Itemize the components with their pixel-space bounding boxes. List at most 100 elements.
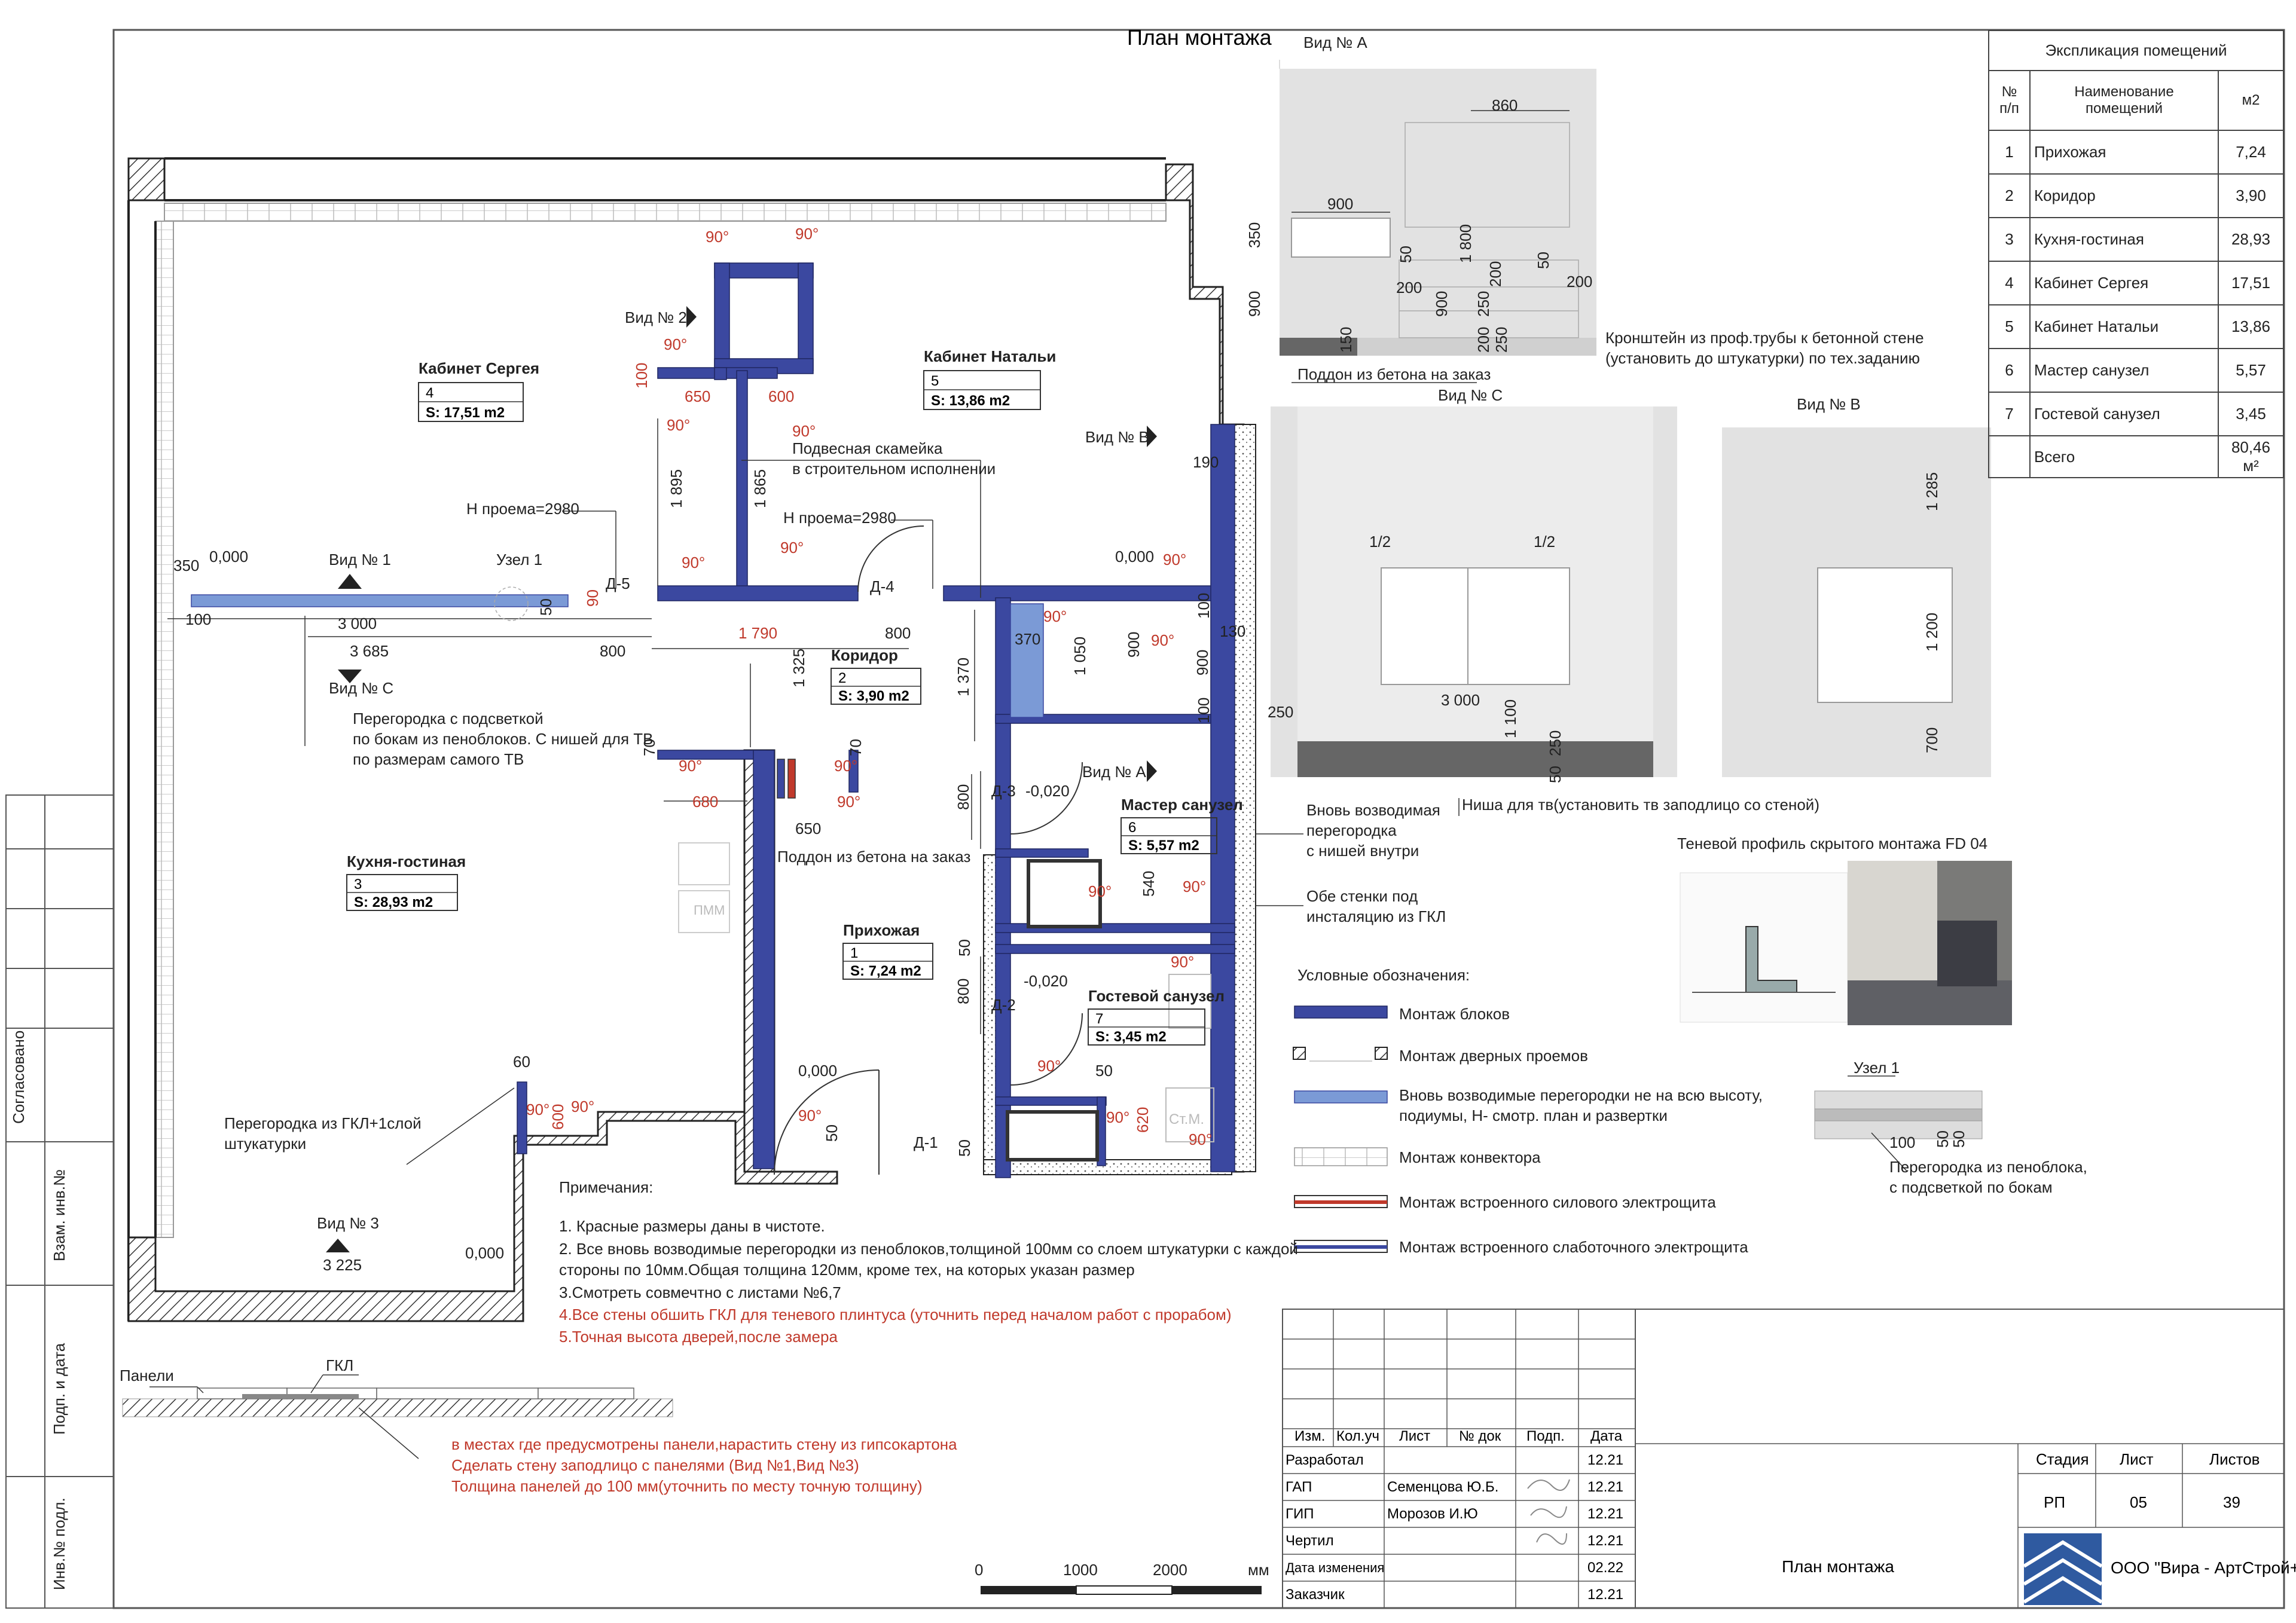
svg-text:90°: 90°: [792, 422, 816, 440]
svg-text:ГКЛ: ГКЛ: [326, 1356, 353, 1374]
svg-text:250: 250: [1474, 291, 1492, 317]
svg-text:1 370: 1 370: [954, 658, 972, 696]
svg-text:800: 800: [600, 642, 625, 660]
svg-text:50: 50: [1546, 766, 1564, 783]
svg-text:Изм.: Изм.: [1294, 1428, 1325, 1444]
svg-text:1 800: 1 800: [1457, 224, 1474, 263]
svg-text:350: 350: [173, 557, 199, 574]
convector-left: [155, 221, 174, 1238]
svg-text:Разработал: Разработал: [1286, 1452, 1364, 1468]
svg-text:90°: 90°: [1043, 607, 1067, 625]
svg-text:S: 7,24 m2: S: 7,24 m2: [850, 963, 921, 979]
svg-text:2: 2: [838, 670, 846, 686]
svg-text:680: 680: [692, 793, 718, 811]
svg-text:1: 1: [850, 945, 858, 961]
svg-text:S: 3,90 m2: S: 3,90 m2: [838, 688, 909, 704]
svg-text:90°: 90°: [1106, 1108, 1129, 1126]
svg-text:Кухня-гостиная: Кухня-гостиная: [347, 852, 466, 870]
page-title: План монтажа: [1127, 25, 1272, 50]
svg-text:50: 50: [823, 1124, 841, 1142]
svg-text:1 325: 1 325: [790, 649, 808, 687]
explication-table: Экспликация помещений № п/п Наименование…: [1988, 30, 2284, 478]
fixture-stm: Ст.М.: [1169, 1111, 1204, 1127]
svg-text:1 790: 1 790: [738, 624, 777, 642]
level-mark: 0,000: [798, 1062, 837, 1080]
svg-text:1/2: 1/2: [1369, 533, 1391, 551]
node-1: Узел 1 100 50 50: [1814, 1059, 1983, 1172]
low-partitions: [191, 594, 1044, 718]
svg-text:90°: 90°: [679, 757, 702, 775]
svg-text:70: 70: [847, 739, 865, 756]
svg-text:Морозов И.Ю: Морозов И.Ю: [1387, 1506, 1478, 1522]
signature-2: [1530, 1506, 1567, 1518]
svg-text:Коридор: Коридор: [831, 646, 898, 664]
svg-text:100: 100: [1195, 698, 1213, 723]
left-sidebar: Согласовано Взам. инв.№ Подп. и дата Инв…: [5, 794, 114, 1609]
svg-text:900: 900: [1245, 291, 1263, 317]
svg-text:100: 100: [1195, 593, 1213, 619]
callout-tray: Поддон из бетона на заказ: [777, 848, 971, 866]
room-sergey: Кабинет Сергея 4 S: 17,51 m2: [418, 359, 539, 422]
svg-text:Вид № 1: Вид № 1: [329, 551, 391, 568]
svg-text:4: 4: [426, 385, 433, 401]
sidebar-inv-orig: Инв.№ подл.: [50, 1497, 68, 1590]
svg-text:1. Красные размеры даны в чист: 1. Красные размеры даны в чистоте.: [559, 1217, 825, 1235]
svg-text:3 000: 3 000: [1441, 691, 1480, 709]
svg-text:370: 370: [1015, 630, 1040, 648]
title-block: Изм. Кол.уч Лист № док Подп. Дата Разраб…: [1282, 1309, 2296, 1609]
svg-text:90°: 90°: [1088, 882, 1112, 900]
svg-text:3 685: 3 685: [350, 642, 389, 660]
svg-text:в местах где предусмотрены пан: в местах где предусмотрены панели,нараст…: [451, 1435, 957, 1453]
callout-new-partition: Вновь возводимая перегородка с нишей вну…: [1306, 801, 1440, 860]
svg-text:Монтаж конвектора: Монтаж конвектора: [1399, 1148, 1541, 1166]
svg-text:50: 50: [1397, 246, 1415, 263]
view-c: Вид № С 1/2 1/2 3 000 1 100 250 50 250 Н…: [1268, 386, 1819, 816]
svg-text:Гостевой санузел: Гостевой санузел: [1088, 987, 1225, 1005]
room-hall: Прихожая 1 S: 7,24 m2: [842, 921, 933, 980]
svg-text:S: 28,93 m2: S: 28,93 m2: [354, 894, 433, 910]
svg-text:150: 150: [1337, 327, 1355, 353]
sidebar-sign-date: Подп. и дата: [50, 1343, 68, 1435]
callout-h-opening-2: Н проема=2980: [783, 509, 896, 527]
svg-text:50: 50: [537, 598, 555, 616]
svg-text:Вид № А: Вид № А: [1082, 763, 1146, 781]
svg-text:1 100: 1 100: [1501, 699, 1519, 738]
svg-text:250: 250: [1492, 327, 1510, 353]
svg-text:60: 60: [513, 1053, 530, 1071]
svg-text:S: 17,51 m2: S: 17,51 m2: [426, 405, 505, 421]
svg-text:90°: 90°: [795, 225, 819, 243]
svg-text:Монтаж дверных проемов: Монтаж дверных проемов: [1399, 1047, 1588, 1065]
svg-text:Кабинет Сергея: Кабинет Сергея: [419, 359, 539, 377]
svg-text:50: 50: [1950, 1130, 1968, 1148]
room-labels: Кабинет Сергея 4 S: 17,51 m2 Кабинет Нат…: [346, 347, 1243, 1046]
view-a-bracket-note: Кронштейн из проф.трубы к бетонной стене…: [1605, 329, 1924, 367]
svg-text:90°: 90°: [664, 335, 687, 353]
svg-text:12.21: 12.21: [1587, 1479, 1623, 1495]
svg-text:Семенцова Ю.Б.: Семенцова Ю.Б.: [1387, 1479, 1498, 1495]
svg-text:250: 250: [1546, 730, 1564, 756]
svg-text:100: 100: [185, 610, 211, 628]
svg-text:90°: 90°: [706, 228, 729, 246]
callout-gkl-partition: Перегородка из ГКЛ+1слой штукатурки: [224, 1114, 422, 1153]
legend-item-partitions: Вновь возводимые перегородки не на всю в…: [1399, 1085, 1763, 1126]
svg-text:02.22: 02.22: [1587, 1560, 1623, 1576]
callout-both-walls: Обе стенки под инсталяцию из ГКЛ: [1306, 887, 1446, 925]
svg-text:S: 13,86 m2: S: 13,86 m2: [931, 393, 1010, 409]
level-mark: 0,000: [465, 1244, 504, 1262]
sheet-frame: [112, 29, 2285, 1609]
svg-text:5: 5: [931, 373, 939, 389]
lowcurrent-panel: [777, 759, 785, 799]
floor-plan: Ст.М. ПММ Кабинет Сергея 4 S: 17,51 m2 К…: [127, 157, 1303, 1322]
svg-text:250: 250: [1268, 703, 1293, 721]
svg-text:900: 900: [1327, 195, 1353, 213]
svg-text:Мастер санузел: Мастер санузел: [1121, 796, 1243, 814]
svg-text:Прихожая: Прихожая: [843, 921, 920, 939]
svg-text:900: 900: [1125, 632, 1143, 658]
svg-text:1 865: 1 865: [751, 469, 769, 508]
callout-node1: Узел 1: [496, 551, 542, 568]
svg-text:190: 190: [1193, 453, 1219, 471]
